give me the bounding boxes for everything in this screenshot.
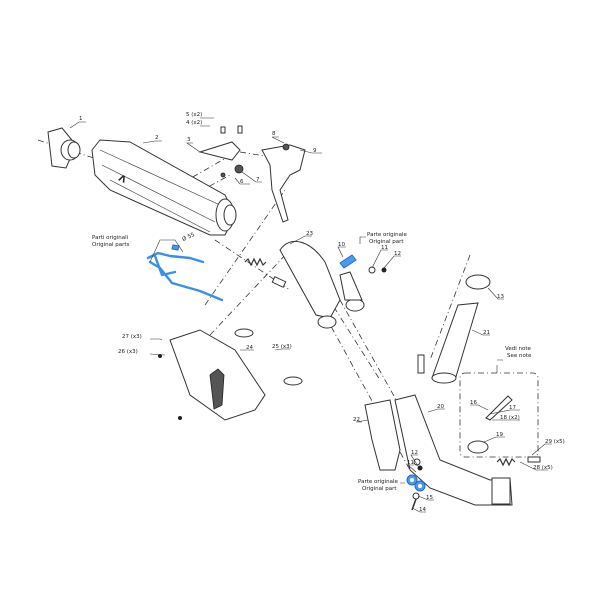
part-16-sensor (485, 395, 513, 421)
part-20-pipe (394, 394, 513, 506)
label-part-6: 6 (240, 179, 244, 185)
label-part-16: 16 (470, 400, 477, 406)
label-part-1: 1 (79, 116, 83, 122)
label-part-19: 19 (496, 432, 503, 438)
label-part-2: 2 (155, 135, 159, 141)
label-part-20: 20 (437, 404, 444, 410)
label-part-8: 8 (272, 131, 276, 137)
label-part-26: 26 (x3) (118, 349, 138, 355)
part-22-pipe (364, 399, 401, 471)
part-1-end-cap (47, 127, 81, 169)
original-parts-hanger (146, 244, 224, 302)
part-26-bolt (178, 416, 182, 420)
part-19-clamp (467, 440, 489, 454)
part-24-clamp-a (234, 328, 254, 338)
part-6-bolt (220, 172, 226, 178)
part-20-outlet (491, 477, 511, 505)
sleeve (271, 276, 287, 288)
part-8-nut (282, 143, 290, 151)
part-21-pipe (431, 302, 479, 381)
brand-logo: Λ (117, 174, 128, 186)
part-29-sleeve (527, 456, 541, 463)
part-13-clamp (465, 274, 491, 290)
heat-shield-logo (209, 368, 225, 410)
original-part-bracket-lower (406, 474, 426, 492)
part-9-bracket (261, 144, 306, 223)
part-12-nut (381, 267, 387, 273)
label-part-21: 21 (483, 330, 490, 336)
part-24-clamp-b (283, 376, 303, 386)
part-23-link-pipe (279, 241, 365, 329)
note-see-note-en: See note (507, 353, 532, 359)
spring (244, 257, 267, 267)
note-original-part-bottom-en: Original part (362, 486, 397, 492)
label-part-11-lower: 11 (407, 460, 414, 466)
part-11-washer-b (413, 458, 421, 466)
label-part-22: 22 (353, 417, 360, 423)
sleeve-b (417, 354, 425, 374)
note-see-note-it: Vedi note (505, 346, 531, 352)
part-11-washer (368, 266, 376, 274)
label-part-27: 27 (x3) (122, 334, 142, 340)
part-28-spring (496, 457, 516, 467)
label-part-24: 24 (246, 345, 253, 351)
label-part-13: 13 (497, 294, 504, 300)
label-part-17: 17 (509, 405, 516, 411)
label-part-3: 3 (187, 137, 191, 143)
part-2-silencer: Λ (91, 139, 237, 236)
label-part-12-lower: 12 (411, 450, 418, 456)
label-part-15: 15 (426, 495, 433, 501)
part-5-bolt-b (237, 125, 243, 134)
part-7-grommet (234, 164, 244, 174)
part-12-nut-b (417, 465, 423, 471)
label-part-4: 4 (x2) (186, 120, 202, 126)
part-21-pipe-end (431, 372, 457, 384)
label-part-7: 7 (256, 177, 260, 183)
label-part-23: 23 (306, 231, 313, 237)
label-part-28: 28 (x5) (533, 465, 553, 471)
label-part-5: 5 (x2) (186, 112, 202, 118)
note-original-part-bottom-it: Parte originale (358, 479, 399, 485)
note-original-parts-en: Original parts (92, 242, 130, 248)
see-note-box (459, 372, 539, 458)
label-part-29: 29 (x5) (545, 439, 565, 445)
label-part-25: 25 (x3) (272, 344, 292, 350)
diameter-label: Ø 55 (181, 231, 196, 243)
note-original-parts-it: Parti originali (92, 235, 129, 241)
label-part-14: 14 (419, 507, 426, 513)
label-part-11: 11 (381, 245, 388, 251)
label-part-10: 10 (338, 242, 345, 248)
label-part-12: 12 (394, 251, 401, 257)
note-original-part-top-en: Original part (369, 239, 404, 245)
part-5-bolt (220, 126, 226, 134)
see-note-leader (496, 359, 503, 373)
original-part-stud-10 (339, 254, 357, 269)
label-part-18: 18 (x2) (500, 415, 520, 421)
part-3-bracket (198, 141, 241, 161)
note-original-part-top-it: Parte originale (367, 232, 408, 238)
label-part-9: 9 (313, 148, 317, 154)
leader-lines (69, 117, 552, 513)
